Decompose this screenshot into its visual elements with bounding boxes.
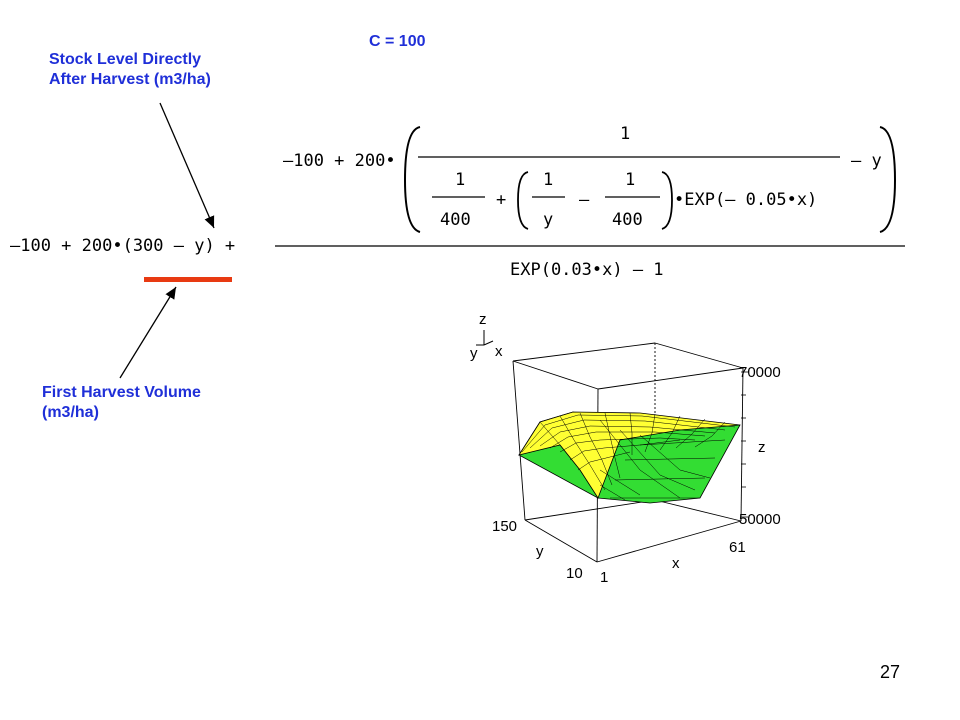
formula-left-term: –100 + 200•(300 – y) + (10, 236, 235, 256)
numerator-suffix: – y (851, 151, 882, 171)
frac3-denominator: 400 (612, 210, 643, 230)
first-harvest-arrow (119, 286, 177, 379)
exp-term: •EXP(– 0.05•x) (674, 190, 817, 210)
z-min-label: 50000 (739, 511, 781, 528)
y-min-label: 10 (566, 565, 583, 582)
big-right-paren (879, 126, 897, 233)
triad-z-label: z (479, 311, 487, 328)
x-min-label: 1 (600, 569, 608, 586)
page-number: 27 (880, 662, 901, 682)
first-harvest-annotation: First Harvest Volume (m3/ha) (42, 383, 262, 423)
first-harvest-underline (144, 277, 232, 282)
formula-constant-label: C = 100 (369, 33, 426, 50)
y-max-label: 150 (492, 518, 517, 535)
z-axis-label: z (758, 439, 766, 456)
z-ticks (741, 371, 748, 518)
stock-level-line1: Stock Level Directly (49, 51, 202, 68)
triad-x-label: x (495, 343, 503, 360)
frac1-denominator: 400 (440, 210, 471, 230)
big-left-paren (403, 126, 421, 233)
surface-mesh (521, 412, 736, 501)
x-axis-label: x (672, 555, 680, 572)
first-harvest-line1: First Harvest Volume (42, 384, 201, 401)
small-left-paren (517, 171, 529, 230)
frac3-numerator: 1 (625, 170, 635, 190)
small-right-paren (661, 171, 673, 230)
y-axis-label: y (536, 543, 544, 560)
first-harvest-line2: (m3/ha) (42, 404, 99, 421)
frac1-numerator: 1 (455, 170, 465, 190)
x-max-label: 61 (729, 539, 746, 556)
numerator-prefix: –100 + 200• (283, 151, 396, 171)
minus-sign: – (579, 190, 590, 210)
frac2-numerator: 1 (543, 170, 553, 190)
inner-numerator-one: 1 (620, 124, 630, 144)
stock-level-line2: After Harvest (m3/ha) (49, 71, 211, 88)
plus-sign: + (496, 190, 506, 210)
frac2-denominator: y (543, 210, 553, 230)
axis-triad: z y x (470, 311, 503, 362)
stock-arrow (159, 102, 215, 229)
z-max-label: 70000 (739, 364, 781, 381)
main-denominator: EXP(0.03•x) – 1 (510, 260, 664, 280)
stock-level-annotation: Stock Level Directly After Harvest (m3/h… (49, 50, 269, 90)
triad-y-label: y (470, 345, 478, 362)
